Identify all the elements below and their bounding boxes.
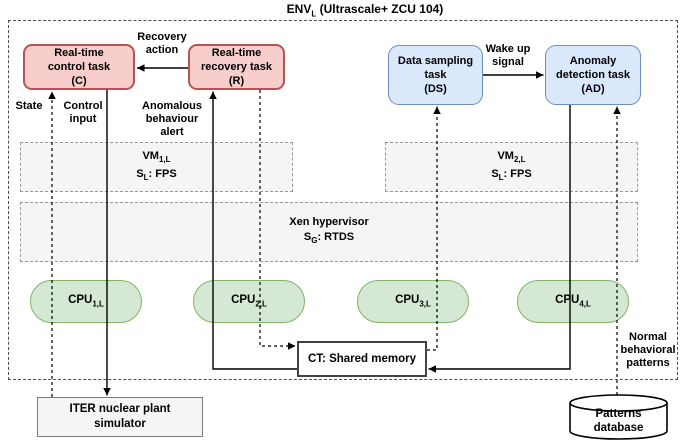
control-input-label: Control input xyxy=(63,100,103,125)
cpu2-label: CPU2,L xyxy=(231,294,267,309)
vm2-scheduler: SL: FPS xyxy=(491,168,532,183)
recovery-task-box: Real-time recovery task (R) xyxy=(188,44,285,90)
sampling-task-line1: Data sampling xyxy=(397,55,474,67)
title-rest: (Ultrascale+ ZCU 104) xyxy=(316,2,444,16)
title-base: ENV xyxy=(286,2,312,16)
detection-task-box: Anomaly detection task (AD) xyxy=(545,45,641,105)
simulator-line1: ITER nuclear plant xyxy=(69,403,171,415)
vm2-name: VM2,L xyxy=(497,149,526,164)
database-line2: database xyxy=(593,422,644,434)
recovery-task-line3: (R) xyxy=(228,75,245,87)
sampling-task-line2: task xyxy=(424,69,447,81)
diagram-title: ENVL (Ultrascale+ ZCU 104) xyxy=(230,2,500,18)
database-label: Patterns database xyxy=(572,407,665,435)
detection-task-line2: detection task xyxy=(556,69,630,81)
control-task-line2: control task xyxy=(47,61,111,73)
cpu1-label: CPU1,L xyxy=(68,294,104,309)
anomalous-alert-label: Anomalous behaviour alert xyxy=(142,100,202,138)
cpu4-pill: CPU4,L xyxy=(517,280,629,323)
wake-up-label: Wake up signal xyxy=(485,43,531,68)
control-task-box: Real-time control task (C) xyxy=(23,44,135,90)
recovery-task-line2: recovery task xyxy=(201,61,272,73)
env-boundary xyxy=(8,20,678,380)
shared-memory-label: CT: Shared memory xyxy=(307,353,416,365)
normal-patterns-label: Normal behavioral patterns xyxy=(620,331,676,369)
vm1-name: VM1,L xyxy=(142,149,171,164)
simulator-line2: simulator xyxy=(94,418,146,430)
sampling-task-box: Data sampling task (DS) xyxy=(388,45,483,105)
sampling-task-line3: (DS) xyxy=(424,83,447,95)
vm1-box: VM1,L SL: FPS xyxy=(20,142,293,192)
cpu3-pill: CPU3,L xyxy=(357,280,469,323)
shared-memory-box: CT: Shared memory xyxy=(297,341,427,377)
detection-task-line3: (AD) xyxy=(581,83,605,95)
database-line1: Patterns xyxy=(595,408,642,420)
recovery-action-label: Recovery action xyxy=(137,31,187,56)
cpu1-pill: CPU1,L xyxy=(30,280,142,323)
hypervisor-scheduler: SG: RTDS xyxy=(303,231,355,246)
cpu3-label: CPU3,L xyxy=(395,294,431,309)
hypervisor-box: Xen hypervisor SG: RTDS xyxy=(20,202,638,262)
title-subscript: L xyxy=(311,9,317,19)
control-task-line1: Real-time xyxy=(54,47,104,59)
cpu4-label: CPU4,L xyxy=(555,294,591,309)
hypervisor-name: Xen hypervisor xyxy=(289,216,369,229)
vm1-scheduler: SL: FPS xyxy=(136,168,177,183)
cpu2-pill: CPU2,L xyxy=(193,280,305,323)
simulator-box: ITER nuclear plant simulator xyxy=(37,397,203,437)
detection-task-line1: Anomaly xyxy=(569,55,617,67)
vm2-box: VM2,L SL: FPS xyxy=(385,142,638,192)
control-task-line3: (C) xyxy=(71,75,87,87)
recovery-task-line1: Real-time xyxy=(211,47,262,59)
state-label: State xyxy=(15,100,43,112)
